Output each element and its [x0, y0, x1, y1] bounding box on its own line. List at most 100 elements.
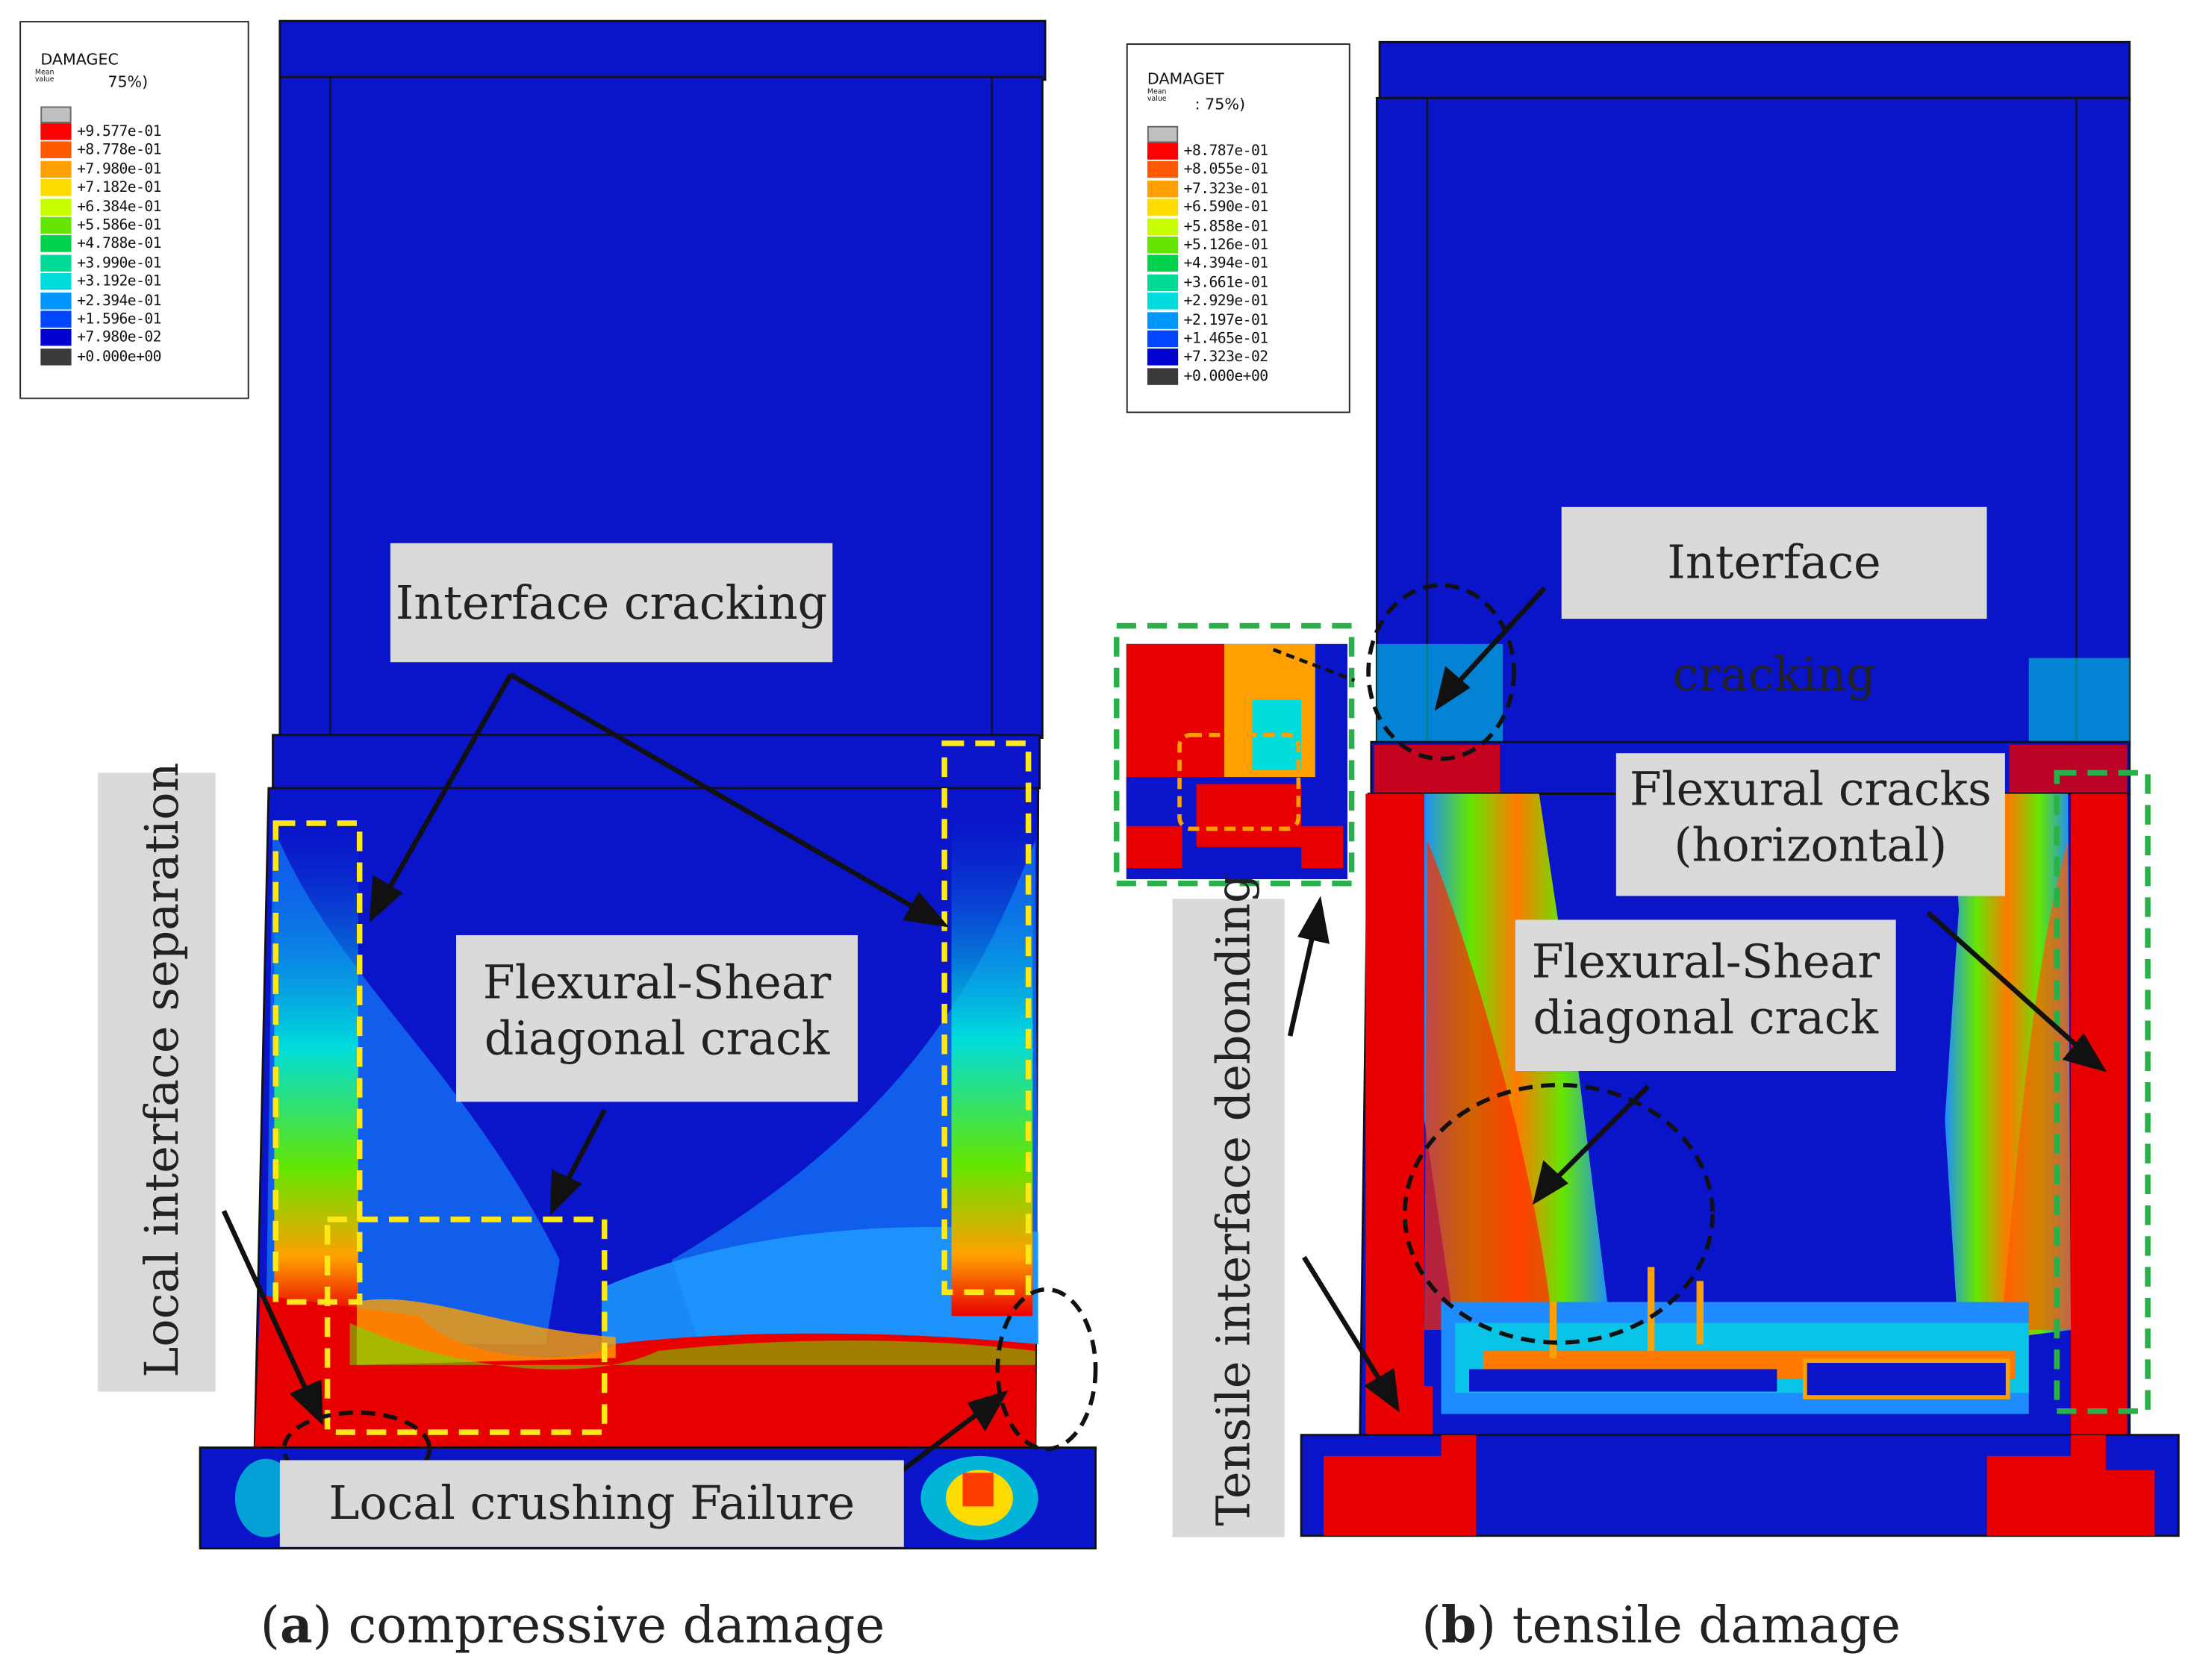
panel-a-model: [199, 19, 1098, 1550]
legend-value: +4.394e-01: [1183, 255, 1268, 272]
panel-a-flexural-shear-label: Flexural-Shear diagonal crack: [456, 935, 858, 1102]
legend-entry: +5.586e-01: [40, 216, 250, 234]
panel-b-caption: (b) tensile damage: [1421, 1596, 1901, 1655]
legend-swatch: [1147, 311, 1179, 329]
legend-swatch: [1147, 237, 1179, 254]
legend-swatch: [40, 160, 72, 178]
legend-entry: +1.465e-01: [1147, 330, 1357, 348]
legend-value: +6.384e-01: [77, 198, 161, 216]
legend-value: +7.323e-02: [1183, 349, 1268, 366]
legend-value: +3.990e-01: [77, 255, 161, 272]
legend-value: +2.394e-01: [77, 292, 161, 309]
legend-value: +2.929e-01: [1183, 293, 1268, 310]
legend-entry: +7.980e-02: [40, 329, 250, 347]
legend-value: +1.596e-01: [77, 310, 161, 328]
legend-swatch: [40, 198, 72, 216]
legend-swatch: [40, 123, 72, 140]
legend-swatch: [1147, 199, 1179, 216]
legend-value: +7.182e-01: [77, 179, 161, 196]
legend-value: +7.980e-01: [77, 160, 161, 178]
panel-b-left-column: [1365, 793, 1425, 1435]
legend-value: +0.000e+00: [1183, 367, 1268, 385]
panel-a-crushing-ellipse: [995, 1287, 1098, 1452]
legend-entry: +7.182e-01: [40, 179, 250, 196]
legend-value: +4.788e-01: [77, 235, 161, 253]
legend-variable: DAMAGET: [1147, 69, 1224, 89]
legend-mean-label: Mean value: [1147, 88, 1167, 104]
legend-entry: +7.323e-02: [1147, 349, 1357, 366]
panel-a-top-beam: [278, 19, 1047, 81]
legend-value: +1.465e-01: [1183, 330, 1268, 348]
legend-entry: +6.590e-01: [1147, 199, 1357, 216]
legend-value: +0.000e+00: [77, 348, 161, 366]
legend-value: +7.323e-01: [1183, 180, 1268, 198]
legend-value: +7.980e-02: [77, 329, 161, 347]
legend-mean-label: Mean value: [34, 68, 54, 84]
panel-a-interface-separation-label-box: Local interface separation: [98, 763, 216, 1392]
legend-swatch: [1147, 367, 1179, 385]
legend-swatch: [40, 310, 72, 328]
legend-swatch: [1147, 161, 1179, 178]
panel-a-caption: (a) compressive damage: [260, 1596, 885, 1655]
legend-top-swatch: [1147, 125, 1357, 143]
legend-swatch: [40, 273, 72, 290]
legend-entry: +5.126e-01: [1147, 237, 1357, 254]
panel-b-flexural-shear-label: Flexural-Shear diagonal crack: [1515, 919, 1896, 1071]
legend-entry: +6.384e-01: [40, 198, 250, 216]
legend-entry: +1.596e-01: [40, 310, 250, 328]
legend-entry: +2.929e-01: [1147, 293, 1357, 310]
legend-value: +9.577e-01: [77, 123, 161, 140]
legend-entry: +7.323e-01: [1147, 180, 1357, 198]
legend-entry: +8.778e-01: [40, 142, 250, 159]
panel-a-separation-ellipse: [281, 1410, 432, 1488]
panel-a-legend: DAMAGEC Mean value 75%) +9.577e-01 +8.778…: [19, 21, 249, 399]
legend-value: +5.126e-01: [1183, 237, 1268, 254]
panel-b-right-column-box: [2054, 769, 2151, 1414]
legend-entry: +4.394e-01: [1147, 255, 1357, 272]
panel-b-right-column: [2070, 793, 2127, 1435]
legend-swatch: [40, 235, 72, 253]
panel-a-crushed-band: [255, 1295, 1035, 1449]
legend-value: +8.787e-01: [1183, 143, 1268, 160]
legend-swatch: [40, 348, 72, 366]
legend-swatch: [40, 255, 72, 272]
legend-value: +6.590e-01: [1183, 199, 1268, 216]
legend-entry: +8.787e-01: [1147, 143, 1357, 160]
legend-value: +5.586e-01: [77, 216, 161, 234]
panel-b-legend: DAMAGET Mean value : 75%) +8.787e-01+8.0…: [1126, 43, 1350, 413]
legend-value: +5.858e-01: [1183, 217, 1268, 235]
legend-entry: +8.055e-01: [1147, 161, 1357, 178]
legend-swatch: [40, 292, 72, 309]
panel-b-debonding-label-box: Tensile interface debonding: [1172, 873, 1285, 1537]
legend-value: +2.197e-01: [1183, 311, 1268, 329]
legend-entry: +9.577e-01: [40, 123, 250, 140]
legend-swatch: [1147, 274, 1179, 291]
legend-variable: DAMAGEC: [40, 50, 119, 69]
panel-a-mid-beam: [272, 734, 1041, 790]
panel-a-interface-separation-label: Local interface separation: [134, 762, 190, 1378]
legend-swatch: [1147, 330, 1179, 348]
panel-b-flexural-cracks-label: Flexural cracks (horizontal): [1615, 753, 2005, 896]
panel-b-debonding-inset: [1113, 622, 1355, 887]
legend-swatch: [1147, 255, 1179, 272]
panel-a-interface-cracking-label: Interface cracking: [390, 543, 833, 663]
legend-swatch: [40, 329, 72, 347]
panel-b-top-beam: [1378, 40, 2131, 102]
legend-entry: +2.394e-01: [40, 292, 250, 309]
legend-entry: +0.000e+00: [1147, 367, 1357, 385]
legend-entry: +3.192e-01: [40, 273, 250, 290]
legend-value: +8.778e-01: [77, 142, 161, 159]
legend-entry: +0.000e+00: [40, 348, 250, 366]
legend-percent: : 75%): [1194, 95, 1246, 113]
panel-a-right-column-box: [941, 740, 1032, 1296]
panel-b-interface-cracking-label: Interface cracking: [1561, 507, 1987, 702]
legend-percent: 75%): [107, 72, 149, 91]
legend-swatch: [1147, 180, 1179, 198]
legend-entry: +3.990e-01: [40, 255, 250, 272]
legend-swatch: [40, 179, 72, 196]
panel-b-interface-ellipse: [1366, 583, 1516, 761]
legend-swatch: [1147, 143, 1179, 160]
legend-entry: +3.661e-01: [1147, 274, 1357, 291]
legend-swatch: [40, 142, 72, 159]
